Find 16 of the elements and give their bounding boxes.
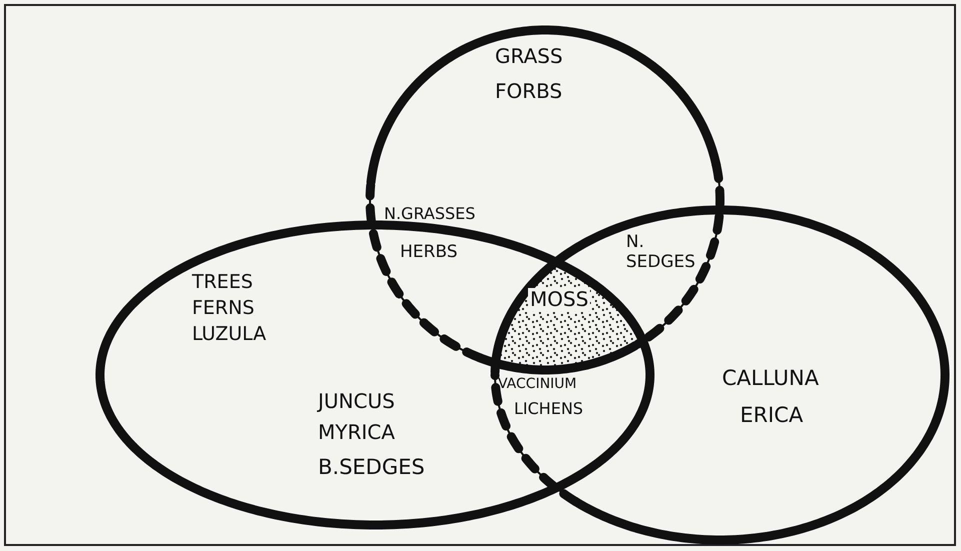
region-label: FERNS xyxy=(192,298,254,320)
region-label: ERICA xyxy=(740,403,804,428)
region-label: HERBS xyxy=(400,243,458,263)
region-label: MYRICA xyxy=(318,421,395,444)
region-label: B.SEDGES xyxy=(318,455,425,480)
region-label: JUNCUS xyxy=(318,390,395,413)
region-label: FORBS xyxy=(495,80,562,103)
region-label: CALLUNA xyxy=(722,366,819,390)
region-label: MOSS xyxy=(528,288,590,311)
region-label: VACCINIUM xyxy=(498,376,577,392)
region-label: N. SEDGES xyxy=(626,233,696,272)
region-label: N.GRASSES xyxy=(384,205,476,224)
region-label: LUZULA xyxy=(192,324,266,346)
region-label: LICHENS xyxy=(514,400,584,418)
region-label: GRASS xyxy=(495,45,563,68)
region-label: TREES xyxy=(192,272,253,294)
